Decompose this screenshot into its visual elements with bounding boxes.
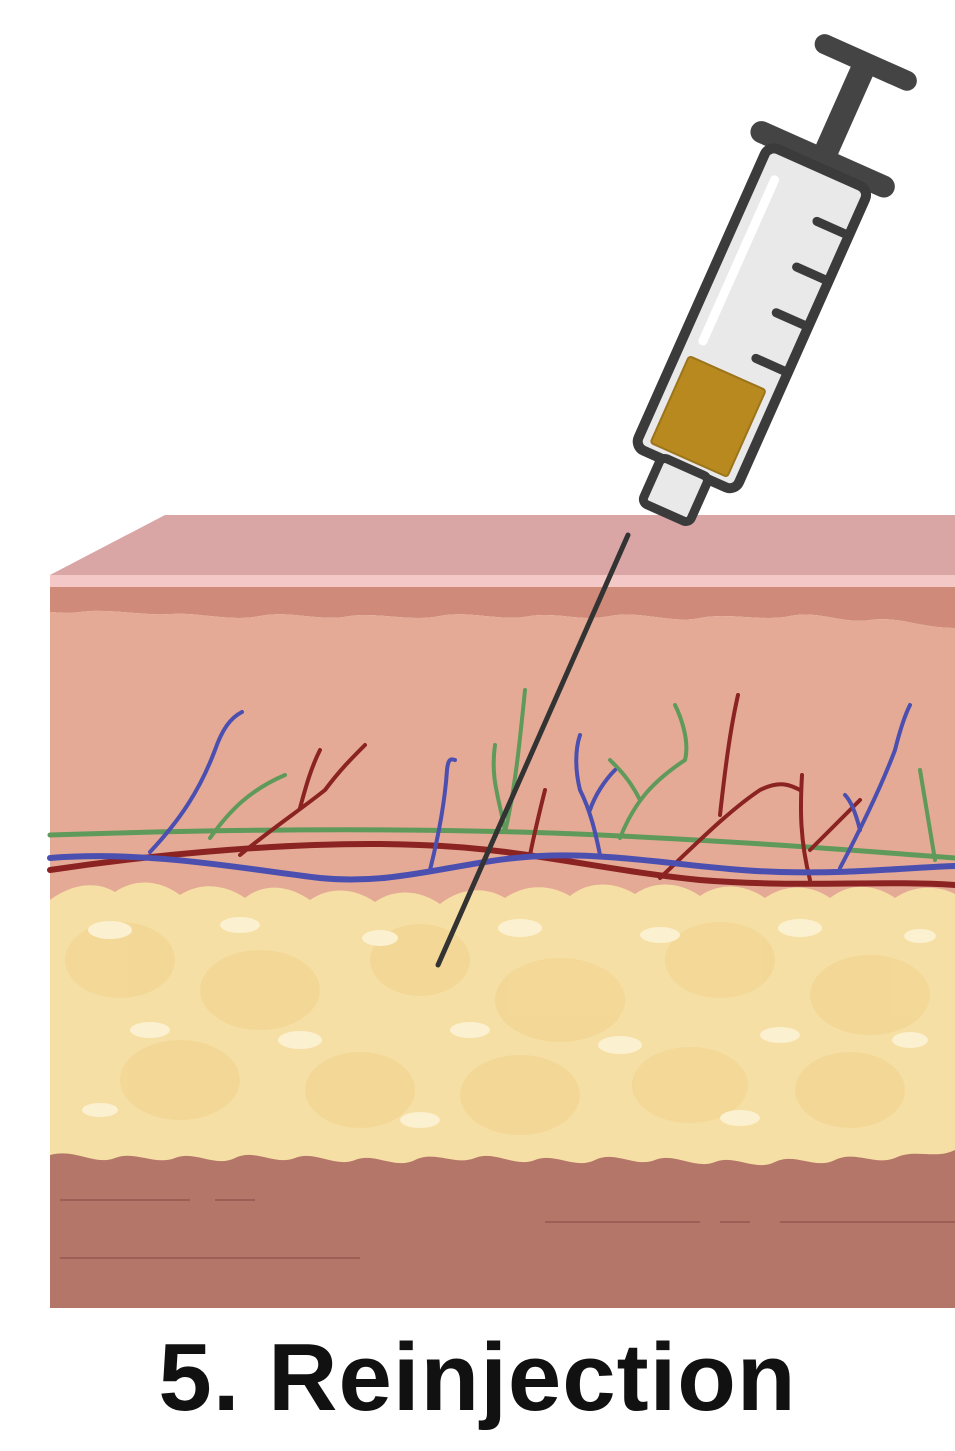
epidermis-highlight [50,575,955,587]
step-caption: 5. Reinjection [0,1318,955,1438]
reinjection-illustration [0,0,955,1320]
subcutaneous-fat-layer [50,883,955,1166]
skin-top-face [50,515,955,575]
plunger-rod [814,62,875,159]
